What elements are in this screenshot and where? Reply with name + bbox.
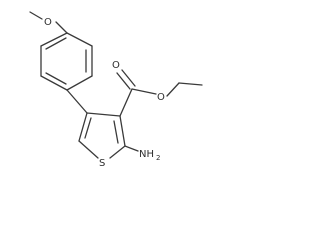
atom-carbonyl-oxygen: O xyxy=(112,60,120,71)
bond-thiophene-c4-c3 xyxy=(86,112,121,117)
bond-thiophene-c2-s xyxy=(109,145,126,159)
bond-benzene-inner-2 xyxy=(45,72,67,85)
atom-amine-subscript: 2 xyxy=(156,154,160,162)
bond-thiophene-c5-c4 xyxy=(78,112,88,142)
bond-benzene-thiophene xyxy=(66,89,88,114)
bond-carbonyl-double-a xyxy=(116,72,131,90)
bond-c2-amine xyxy=(124,145,139,152)
bond-ether-o-ch2 xyxy=(166,82,180,97)
bond-thiophene-inner-c5-c4 xyxy=(84,117,92,139)
bond-benzene-inner-3 xyxy=(45,37,67,50)
bond-methyl-o xyxy=(29,11,43,20)
bond-benzene-6 xyxy=(40,32,68,47)
atom-ring-sulfur: S xyxy=(99,158,105,169)
bond-thiophene-inner-c3-c2 xyxy=(113,120,119,144)
bond-benzene-4 xyxy=(40,75,68,91)
bond-benzene-1 xyxy=(66,32,93,47)
atom-methoxy-oxygen: O xyxy=(44,17,52,28)
bond-o-ring xyxy=(55,21,68,34)
bond-thiophene-s-c5 xyxy=(78,140,99,159)
bond-c3-carbonyl xyxy=(119,88,133,117)
bond-carbonyl-double-b xyxy=(121,69,136,87)
atom-ester-oxygen: O xyxy=(157,92,165,103)
bond-ethyl xyxy=(178,82,203,86)
bond-carbonyl-ether-o xyxy=(131,88,157,95)
atom-amine-nitrogen: NH xyxy=(139,149,154,160)
bond-thiophene-c3-c2 xyxy=(119,115,126,147)
bond-benzene-3 xyxy=(66,75,93,91)
molecule-structure-diagram: O O O S NH 2 xyxy=(29,11,203,169)
